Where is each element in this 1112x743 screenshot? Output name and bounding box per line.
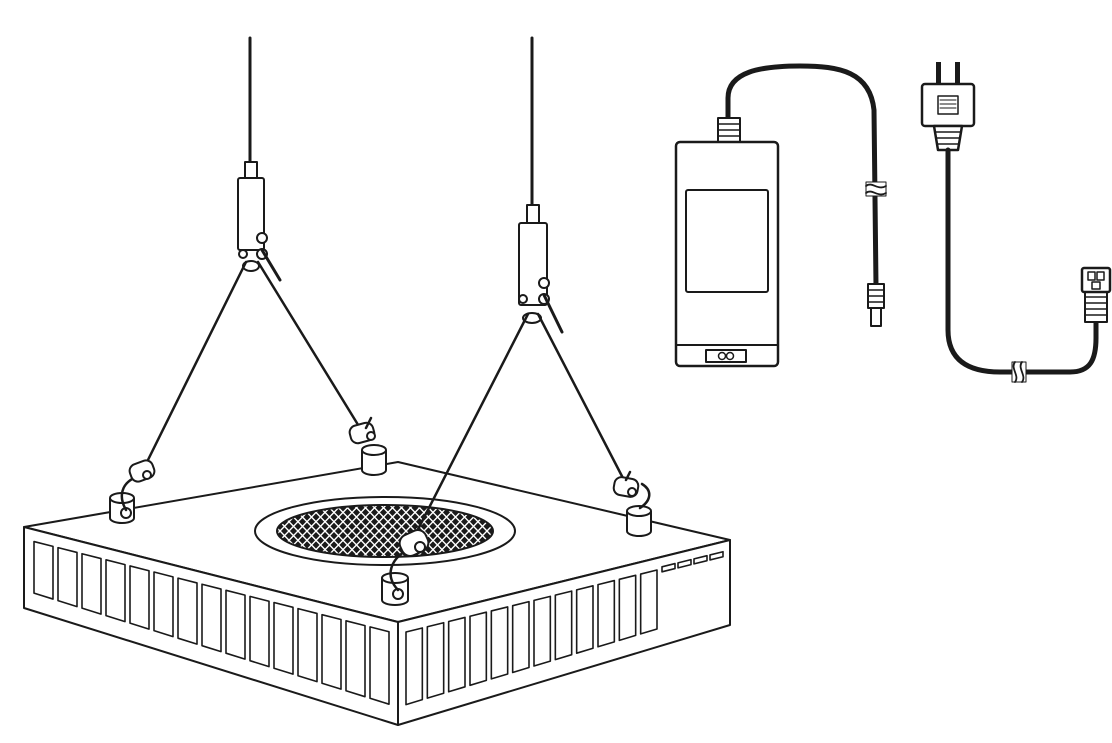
cable-ferrule-left bbox=[244, 161, 258, 179]
right-vent-slot bbox=[554, 590, 573, 661]
mount-clip-back-right bbox=[348, 416, 387, 476]
right-vent-slot bbox=[511, 600, 530, 674]
right-vent-slot bbox=[639, 569, 658, 635]
mount-clip-right bbox=[612, 470, 652, 537]
support-wire-left-b bbox=[256, 260, 362, 430]
right-vent-slot bbox=[426, 621, 445, 699]
hanging-kit bbox=[109, 36, 652, 606]
right-vent-slot-small bbox=[693, 554, 708, 565]
support-wire-right-b bbox=[536, 312, 627, 484]
adapter-dc-cable bbox=[725, 63, 879, 289]
front-vent-slot bbox=[345, 619, 366, 698]
front-vent-slot bbox=[105, 559, 126, 623]
front-vent-slot bbox=[153, 571, 174, 638]
front-vent-slot bbox=[177, 577, 198, 645]
power-adapter bbox=[674, 63, 887, 368]
front-vent-slot bbox=[129, 565, 150, 630]
right-vent-slot-small bbox=[661, 562, 676, 573]
front-vent-slot bbox=[33, 540, 54, 600]
front-vent-slot bbox=[81, 552, 102, 615]
right-vent-slot bbox=[447, 616, 466, 693]
front-vent-slot bbox=[273, 601, 294, 675]
adapter-label-panel bbox=[685, 189, 769, 293]
right-vent-slot-small bbox=[677, 558, 692, 569]
right-vent-slot bbox=[533, 595, 552, 667]
front-vent-slot bbox=[297, 607, 318, 683]
ac-cord-cable bbox=[945, 147, 1099, 375]
right-vent-slot bbox=[469, 611, 488, 687]
right-vent-slot bbox=[575, 585, 594, 654]
cable-clamp-left bbox=[237, 177, 265, 251]
ac-power-cord bbox=[920, 62, 1112, 383]
front-vent-slot bbox=[57, 546, 78, 608]
cable-clamp-right bbox=[518, 222, 548, 306]
right-vent-slot-small bbox=[709, 550, 724, 561]
fan-grill-inner-ring bbox=[276, 504, 494, 558]
front-ventilation-slots bbox=[33, 540, 390, 705]
right-vent-slot bbox=[618, 574, 637, 642]
right-vent-slot bbox=[597, 579, 616, 648]
mount-clip-front bbox=[381, 529, 430, 606]
mount-clip-back-left bbox=[109, 459, 156, 524]
support-wire-left-a bbox=[141, 260, 248, 472]
right-ventilation-slots bbox=[405, 550, 724, 706]
right-vent-slot bbox=[405, 627, 424, 706]
support-wire-right-a bbox=[408, 312, 530, 547]
front-vent-slot bbox=[249, 595, 270, 668]
cable-ferrule-right bbox=[526, 204, 540, 224]
front-vent-slot bbox=[321, 613, 342, 690]
front-vent-slot bbox=[225, 589, 246, 660]
front-vent-slot bbox=[369, 626, 390, 705]
light-fixture bbox=[23, 461, 731, 726]
front-vent-slot bbox=[201, 583, 222, 653]
right-vent-slot bbox=[490, 606, 509, 680]
